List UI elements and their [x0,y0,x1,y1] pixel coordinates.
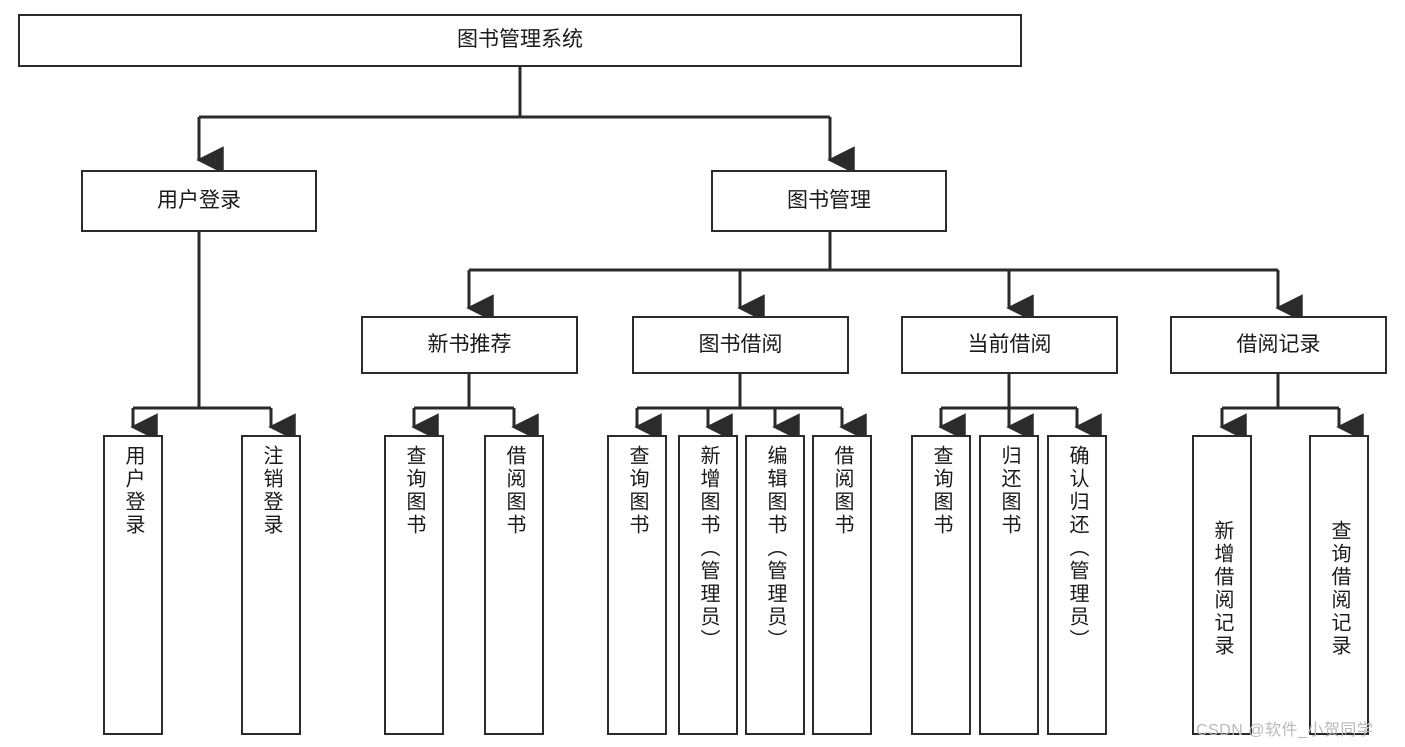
node-borrow-records-label: 借阅记录 [1236,332,1321,356]
node-book-management-label: 图书管理 [787,188,871,212]
node-root-label: 图书管理系统 [457,28,583,52]
leaf-label: 借阅图书 [503,445,525,537]
node-current-borrow-label: 当前借阅 [967,332,1052,356]
leaf-label: 查询借阅记录 [1328,520,1350,658]
node-book-borrow[interactable]: 图书借阅 [632,316,849,374]
leaf-current-confirm-return-admin[interactable]: 确认归还（管理员） [1047,435,1107,735]
leaf-label: 确认归还（管理员） [1066,445,1088,652]
leaf-records-add-record[interactable]: 新增借阅记录 [1192,435,1252,735]
leaf-borrow-borrow-book[interactable]: 借阅图书 [812,435,872,735]
node-user-login[interactable]: 用户登录 [81,170,317,232]
leaf-label: 查询图书 [930,445,952,537]
node-current-borrow[interactable]: 当前借阅 [901,316,1118,374]
leaf-borrow-add-book-admin[interactable]: 新增图书（管理员） [678,435,738,735]
leaf-user-login-logout[interactable]: 注销登录 [241,435,301,735]
leaf-label: 查询图书 [626,445,648,537]
leaf-label: 用户登录 [122,445,144,537]
leaf-new-book-query[interactable]: 查询图书 [384,435,444,735]
leaf-borrow-edit-book-admin[interactable]: 编辑图书（管理员） [745,435,805,735]
node-new-book-recommend-label: 新书推荐 [427,332,512,356]
leaf-user-login-login[interactable]: 用户登录 [103,435,163,735]
node-new-book-recommend[interactable]: 新书推荐 [361,316,578,374]
node-book-management[interactable]: 图书管理 [711,170,947,232]
leaf-borrow-query-book[interactable]: 查询图书 [607,435,667,735]
leaf-label: 查询图书 [403,445,425,537]
leaf-label: 归还图书 [998,445,1020,537]
node-book-borrow-label: 图书借阅 [698,332,783,356]
leaf-new-book-borrow[interactable]: 借阅图书 [484,435,544,735]
leaf-label: 注销登录 [260,445,282,537]
node-borrow-records[interactable]: 借阅记录 [1170,316,1387,374]
node-root[interactable]: 图书管理系统 [18,14,1022,67]
leaf-label: 新增图书（管理员） [697,445,719,652]
leaf-current-return-book[interactable]: 归还图书 [979,435,1039,735]
node-user-login-label: 用户登录 [157,188,241,212]
leaf-label: 编辑图书（管理员） [764,445,786,652]
leaf-records-query-record[interactable]: 查询借阅记录 [1309,435,1369,735]
leaf-label: 借阅图书 [831,445,853,537]
leaf-current-query-book[interactable]: 查询图书 [911,435,971,735]
leaf-label: 新增借阅记录 [1211,520,1233,658]
